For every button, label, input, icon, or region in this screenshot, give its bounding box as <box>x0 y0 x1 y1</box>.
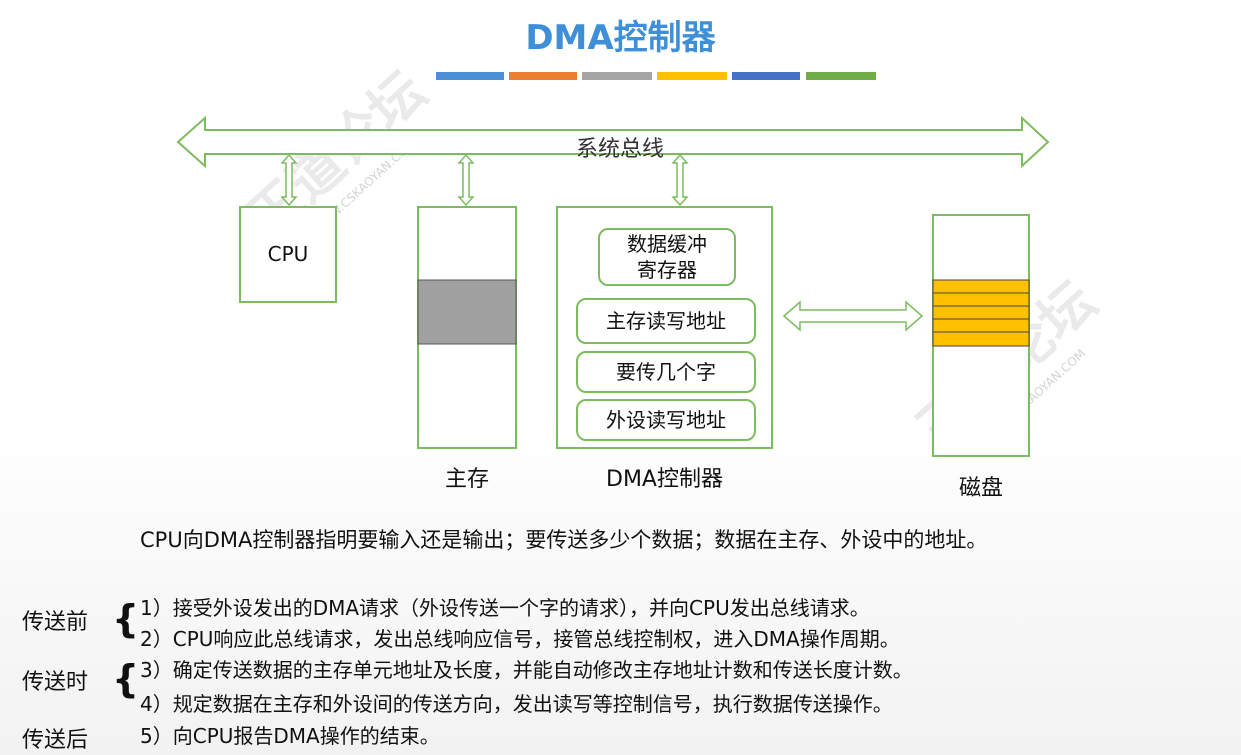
cpu-bus-connector <box>280 153 298 207</box>
stage-after: 传送后 <box>22 728 89 753</box>
summary-text: CPU向DMA控制器指明要输入还是输出；要传送多少个数据；数据在主存、外设中的地… <box>140 528 988 552</box>
brace-before: { <box>112 597 140 641</box>
device-address-register: 外设读写地址 <box>576 399 756 441</box>
word-count-register: 要传几个字 <box>576 351 756 393</box>
memory-bus-connector <box>457 153 475 207</box>
step-3: 3）确定传送数据的主存单元地址及长度，并能自动修改主存地址计数和传送长度计数。 <box>140 658 913 682</box>
color-bar-segment <box>806 72 876 80</box>
disk-label: 磁盘 <box>958 476 1003 501</box>
page-title: DMA控制器 <box>525 18 716 58</box>
step-4: 4）规定数据在主存和外设间的传送方向，发出读写等控制信号，执行数据传送操作。 <box>140 692 893 716</box>
dma-bus-connector <box>671 153 689 207</box>
cpu-label: CPU <box>267 242 309 266</box>
step-1: 1）接受外设发出的DMA请求（外设传送一个字的请求），并向CPU发出总线请求。 <box>140 596 870 620</box>
cpu-box <box>239 206 337 303</box>
dma-controller-label: DMA控制器 <box>606 467 723 492</box>
stage-during: 传送时 <box>22 670 89 695</box>
system-bus-arrow <box>176 115 1050 169</box>
memory-label: 主存 <box>444 467 489 492</box>
step-5: 5）向CPU报告DMA操作的结束。 <box>140 724 440 748</box>
color-bar-segment <box>436 72 504 80</box>
brace-during: { <box>112 657 140 701</box>
stage-before: 传送前 <box>22 610 89 635</box>
dma-disk-connector <box>782 300 924 332</box>
memory-block <box>417 279 517 345</box>
step-2: 2）CPU响应此总线请求，发出总线响应信号，接管总线控制权，进入DMA操作周期。 <box>140 627 900 651</box>
data-buffer-register: 数据缓冲 寄存器 <box>598 228 736 286</box>
disk-data-block <box>932 279 1030 347</box>
color-bar-segment <box>582 72 652 80</box>
system-bus-label: 系统总线 <box>575 137 664 162</box>
color-bar-segment <box>509 72 577 80</box>
color-bar-segment <box>657 72 727 80</box>
color-bar-segment <box>732 72 800 80</box>
memory-address-register: 主存读写地址 <box>576 298 756 344</box>
